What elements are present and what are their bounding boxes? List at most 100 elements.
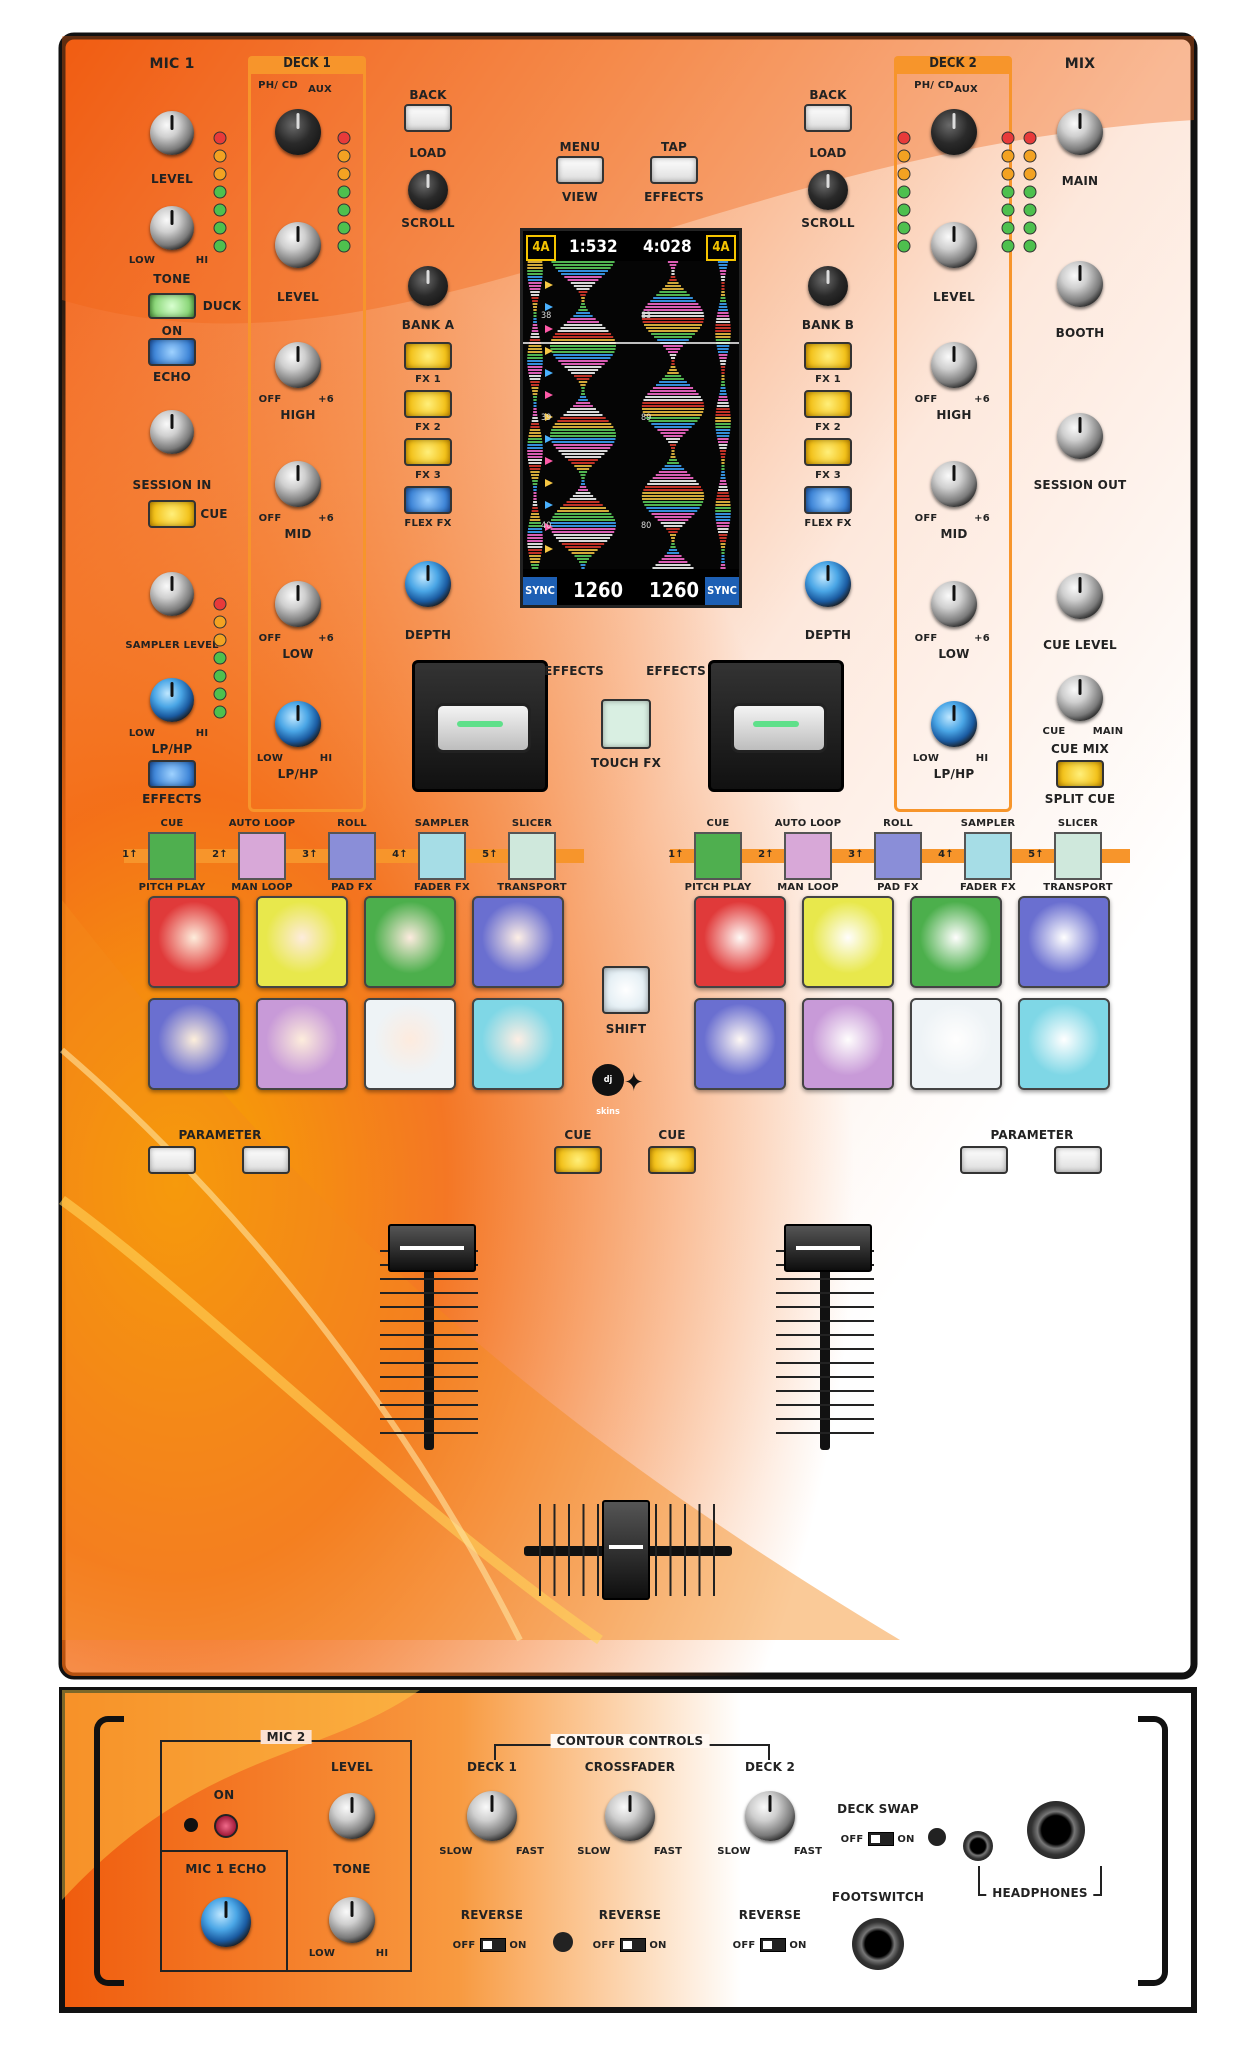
- booth-level-knob[interactable]: [1057, 261, 1103, 307]
- parameter-left-prev-button[interactable]: [148, 1146, 196, 1174]
- deck2-low-knob[interactable]: [931, 581, 977, 627]
- sampler-effects-button[interactable]: [148, 760, 196, 788]
- cue-mix-knob[interactable]: [1057, 675, 1103, 721]
- performance-pad[interactable]: [1018, 896, 1110, 988]
- depth-left-knob[interactable]: [405, 561, 451, 607]
- channel2-fader[interactable]: [784, 1224, 872, 1272]
- performance-pad[interactable]: [910, 998, 1002, 1090]
- performance-pad[interactable]: [694, 896, 786, 988]
- mode-button-slicer[interactable]: [508, 832, 556, 880]
- contour-crossfader-knob[interactable]: [605, 1791, 655, 1841]
- channel1-fader[interactable]: [388, 1224, 476, 1272]
- browse-left-knob[interactable]: [408, 170, 448, 210]
- headphones-jack[interactable]: [1027, 1801, 1085, 1859]
- deck-swap-switch[interactable]: [868, 1832, 894, 1846]
- split-cue-button[interactable]: [1056, 760, 1104, 788]
- mic2-tone-knob[interactable]: [329, 1897, 375, 1943]
- performance-pad[interactable]: [148, 896, 240, 988]
- contour-deck2-knob[interactable]: [745, 1791, 795, 1841]
- session-out-knob[interactable]: [1057, 413, 1103, 459]
- mic2-on-button[interactable]: [214, 1814, 238, 1838]
- fx3-left-button[interactable]: [404, 438, 452, 466]
- session-in-knob[interactable]: [150, 410, 194, 454]
- mode-button-sampler[interactable]: [964, 832, 1012, 880]
- flex-fx-right-button[interactable]: [804, 486, 852, 514]
- mic1-echo-knob[interactable]: [201, 1897, 251, 1947]
- performance-pad[interactable]: [910, 896, 1002, 988]
- performance-pad[interactable]: [802, 998, 894, 1090]
- deck2-mid-knob[interactable]: [931, 461, 977, 507]
- sampler-level-knob[interactable]: [150, 572, 194, 616]
- performance-pad[interactable]: [472, 998, 564, 1090]
- cue-right-button[interactable]: [648, 1146, 696, 1174]
- deck1-lphp-knob[interactable]: [275, 701, 321, 747]
- deck2-level-knob[interactable]: [931, 222, 977, 268]
- performance-pad[interactable]: [694, 998, 786, 1090]
- mode-button-auto-loop[interactable]: [784, 832, 832, 880]
- deck1-mid-knob[interactable]: [275, 461, 321, 507]
- crossfader[interactable]: [602, 1500, 650, 1600]
- bank-b-knob[interactable]: [808, 266, 848, 306]
- flex-fx-left-button[interactable]: [404, 486, 452, 514]
- parameter-left-next-button[interactable]: [242, 1146, 290, 1174]
- sync-left[interactable]: SYNC: [523, 577, 557, 605]
- browse-right-knob[interactable]: [808, 170, 848, 210]
- deck1-low-knob[interactable]: [275, 581, 321, 627]
- deck2-high-knob[interactable]: [931, 342, 977, 388]
- mode-button-cue[interactable]: [148, 832, 196, 880]
- cue-left-button[interactable]: [554, 1146, 602, 1174]
- parameter-right-prev-button[interactable]: [960, 1146, 1008, 1174]
- mode-button-cue[interactable]: [694, 832, 742, 880]
- performance-pad[interactable]: [802, 896, 894, 988]
- mode-button-sampler[interactable]: [418, 832, 466, 880]
- effects-paddle-left[interactable]: [412, 660, 548, 792]
- performance-pad[interactable]: [472, 896, 564, 988]
- duck-button[interactable]: [148, 293, 196, 319]
- sampler-lphp-knob[interactable]: [150, 678, 194, 722]
- deck2-input-selector[interactable]: [931, 109, 977, 155]
- session-cue-button[interactable]: [148, 500, 196, 528]
- effects-paddle-right[interactable]: [708, 660, 844, 792]
- reverse3-switch[interactable]: [760, 1938, 786, 1952]
- reverse2-switch[interactable]: [620, 1938, 646, 1952]
- mode-button-auto-loop[interactable]: [238, 832, 286, 880]
- mode-button-roll[interactable]: [328, 832, 376, 880]
- sync-right[interactable]: SYNC: [705, 577, 739, 605]
- reverse1-switch[interactable]: [480, 1938, 506, 1952]
- main-level-knob[interactable]: [1057, 109, 1103, 155]
- fx2-right-button[interactable]: [804, 390, 852, 418]
- back-left-button[interactable]: [404, 104, 452, 132]
- performance-pad[interactable]: [364, 998, 456, 1090]
- headphones-mini-jack[interactable]: [963, 1831, 993, 1861]
- fx3-right-button[interactable]: [804, 438, 852, 466]
- contour-deck1-knob[interactable]: [467, 1791, 517, 1841]
- shift-button[interactable]: [602, 966, 650, 1014]
- fx1-right-button[interactable]: [804, 342, 852, 370]
- deck2-lphp-knob[interactable]: [931, 701, 977, 747]
- mode-button-slicer[interactable]: [1054, 832, 1102, 880]
- mic1-level-knob[interactable]: [150, 111, 194, 155]
- performance-pad[interactable]: [256, 998, 348, 1090]
- depth-right-knob[interactable]: [805, 561, 851, 607]
- bank-a-knob[interactable]: [408, 266, 448, 306]
- cue-level-knob[interactable]: [1057, 573, 1103, 619]
- performance-pad[interactable]: [256, 896, 348, 988]
- deck1-input-selector[interactable]: [275, 109, 321, 155]
- mic2-level-knob[interactable]: [329, 1793, 375, 1839]
- menu-view-button[interactable]: [556, 156, 604, 184]
- performance-pad[interactable]: [364, 896, 456, 988]
- touch-fx-button[interactable]: [601, 699, 651, 749]
- back-right-button[interactable]: [804, 104, 852, 132]
- fx2-left-button[interactable]: [404, 390, 452, 418]
- tap-effects-button[interactable]: [650, 156, 698, 184]
- parameter-right-next-button[interactable]: [1054, 1146, 1102, 1174]
- mic1-on-button[interactable]: [148, 338, 196, 366]
- deck1-level-knob[interactable]: [275, 222, 321, 268]
- footswitch-jack[interactable]: [852, 1918, 904, 1970]
- fx1-left-button[interactable]: [404, 342, 452, 370]
- deck1-high-knob[interactable]: [275, 342, 321, 388]
- mode-button-roll[interactable]: [874, 832, 922, 880]
- performance-pad[interactable]: [148, 998, 240, 1090]
- performance-pad[interactable]: [1018, 998, 1110, 1090]
- mic1-tone-knob[interactable]: [150, 206, 194, 250]
